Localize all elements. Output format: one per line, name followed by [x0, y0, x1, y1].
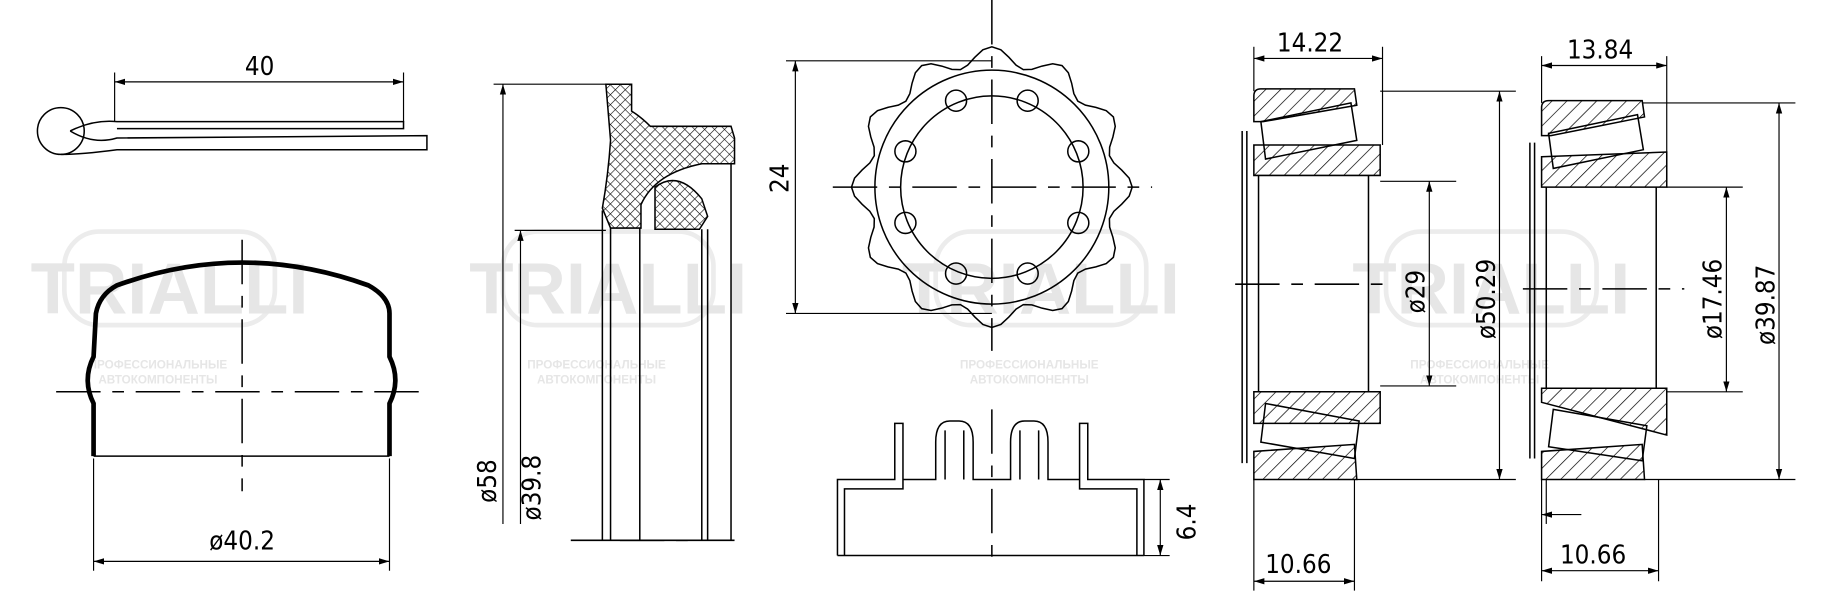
cotter-pin-drawing: 40: [36, 52, 428, 156]
dim-bearing1-width: 14.22: [1277, 28, 1343, 58]
dim-nut-height: 6.4: [1172, 504, 1202, 541]
dim-seal-outer: ø58: [473, 459, 503, 503]
dim-bearing1-bore: ø29: [1402, 270, 1432, 314]
svg-text:ПРОФЕССИОНАЛЬНЫЕ: ПРОФЕССИОНАЛЬНЫЕ: [527, 358, 666, 371]
svg-text:ПРОФЕССИОНАЛЬНЫЕ: ПРОФЕССИОНАЛЬНЫЕ: [89, 358, 228, 371]
svg-text:TRIALLI: TRIALLI: [469, 248, 747, 329]
retainer-tab: [1067, 211, 1090, 235]
grease-cap-drawing: ø40.2: [56, 239, 424, 571]
dim-bearing2-cup: 10.66: [1560, 541, 1626, 571]
dim-pin-length: 40: [245, 52, 274, 82]
dim-bearing1-od: ø50.29: [1472, 259, 1502, 339]
svg-text:ПРОФЕССИОНАЛЬНЫЕ: ПРОФЕССИОНАЛЬНЫЕ: [960, 358, 1099, 371]
svg-text:АВТОКОМПОНЕНТЫ: АВТОКОМПОНЕНТЫ: [1420, 374, 1539, 387]
retainer-tab: [944, 262, 968, 285]
dim-bearing2-bore: ø17.46: [1699, 259, 1729, 339]
dim-seal-inner: ø39.8: [517, 455, 547, 521]
svg-text:TRIALLI: TRIALLI: [31, 248, 309, 329]
svg-text:АВТОКОМПОНЕНТЫ: АВТОКОМПОНЕНТЫ: [98, 374, 217, 387]
retainer-tab: [1016, 262, 1039, 285]
retainer-tab: [1067, 140, 1090, 163]
watermark-2: TRIALLI ПРОФЕССИОНАЛЬНЫЕ АВТОКОМПОНЕНТЫ: [469, 229, 747, 387]
retainer-tab: [1016, 89, 1039, 112]
oil-seal-drawing: ø58 ø39.8: [473, 83, 736, 542]
retainer-tab: [944, 89, 968, 112]
svg-text:TRIALLI: TRIALLI: [902, 248, 1180, 329]
bearing-outer-drawing: 14.22 ø29 ø50.29 10.66: [1235, 28, 1516, 591]
svg-text:АВТОКОМПОНЕНТЫ: АВТОКОМПОНЕНТЫ: [970, 374, 1089, 387]
svg-text:ПРОФЕССИОНАЛЬНЫЕ: ПРОФЕССИОНАЛЬНЫЕ: [1410, 358, 1549, 371]
dim-bearing1-cup: 10.66: [1265, 550, 1331, 580]
bearing-inner-drawing: 13.84 ø17.46 ø39.87 10.66: [1522, 35, 1796, 582]
dim-nut-across: 24: [765, 164, 795, 193]
retainer-tab: [894, 140, 917, 163]
watermark-1: TRIALLI ПРОФЕССИОНАЛЬНЫЕ АВТОКОМПОНЕНТЫ: [31, 229, 309, 387]
dim-bearing2-width: 13.84: [1567, 35, 1633, 65]
watermark-3: TRIALLI ПРОФЕССИОНАЛЬНЫЕ АВТОКОМПОНЕНТЫ: [902, 229, 1180, 387]
retainer-tab: [894, 211, 917, 235]
dim-cap-diameter: ø40.2: [209, 527, 275, 557]
dim-bearing2-od: ø39.87: [1751, 265, 1781, 345]
svg-text:АВТОКОМПОНЕНТЫ: АВТОКОМПОНЕНТЫ: [537, 374, 656, 387]
nut-retainer-top-view: 24: [765, 0, 1153, 351]
nut-retainer-side-view: 6.4: [836, 409, 1202, 568]
